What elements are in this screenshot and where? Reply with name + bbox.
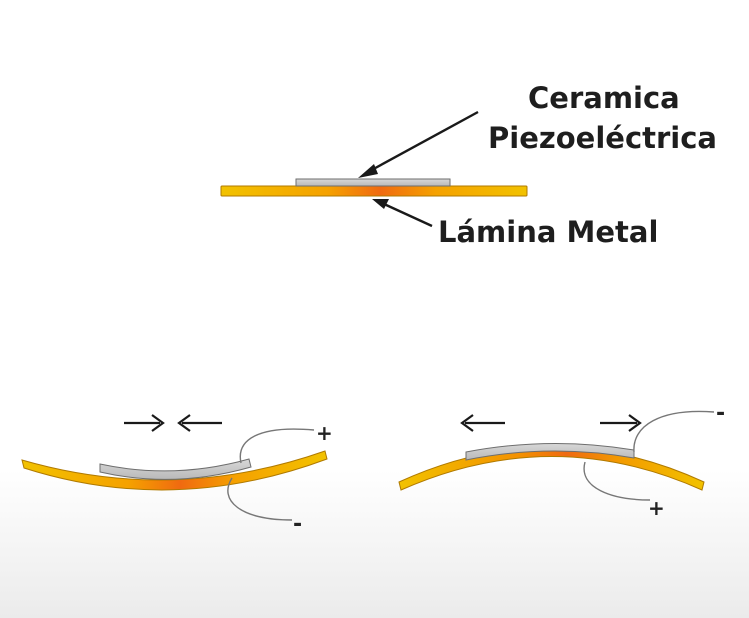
extension-arrow-right bbox=[600, 414, 642, 432]
ceramic-label-line1: Ceramica bbox=[528, 81, 680, 115]
metal-plate-concave bbox=[21, 450, 328, 491]
polarity-plus-right: + bbox=[648, 496, 665, 520]
wire-positive-right bbox=[583, 461, 651, 501]
metal-pointer-arrow bbox=[372, 199, 433, 228]
wire-negative-right bbox=[633, 410, 715, 453]
compression-arrow-right bbox=[124, 414, 165, 432]
ceramic-disc-flat bbox=[295, 178, 451, 187]
flat-element bbox=[220, 178, 528, 197]
metal-plate-convex bbox=[398, 446, 705, 491]
compression-arrow-left bbox=[177, 414, 222, 432]
ceramic-pointer-arrow bbox=[358, 110, 479, 178]
extension-arrow-left bbox=[460, 414, 505, 432]
wire-positive-left bbox=[239, 428, 315, 464]
bent-element-extension: - + bbox=[398, 401, 725, 520]
polarity-plus-left: + bbox=[316, 421, 333, 445]
ceramic-disc-concave bbox=[99, 458, 252, 480]
bent-element-compression: + - bbox=[21, 414, 333, 537]
ceramic-label-line2: Piezoeléctrica bbox=[488, 121, 717, 155]
polarity-minus-right: - bbox=[716, 401, 725, 426]
polarity-minus-left: - bbox=[293, 512, 302, 537]
wire-negative-left bbox=[227, 477, 293, 521]
ceramic-disc-convex bbox=[465, 443, 635, 461]
metal-label: Lámina Metal bbox=[438, 215, 658, 249]
metal-plate-flat bbox=[220, 185, 528, 197]
